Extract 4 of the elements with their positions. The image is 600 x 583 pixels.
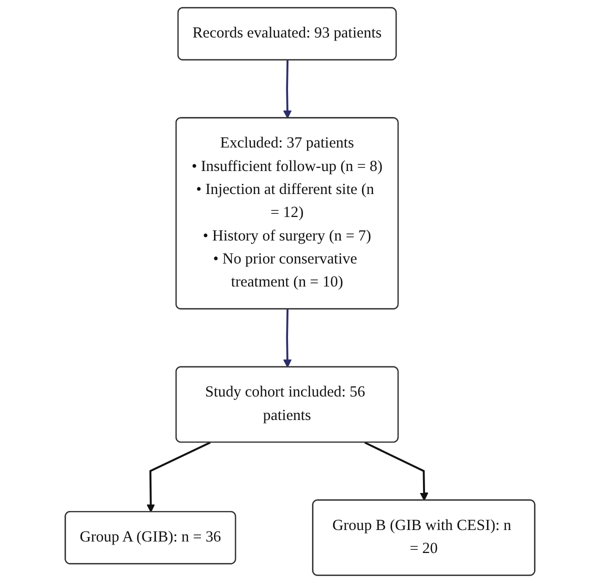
arrow	[283, 60, 292, 119]
arrow	[364, 442, 428, 501]
arrow	[146, 442, 211, 512]
arrow	[283, 309, 292, 368]
